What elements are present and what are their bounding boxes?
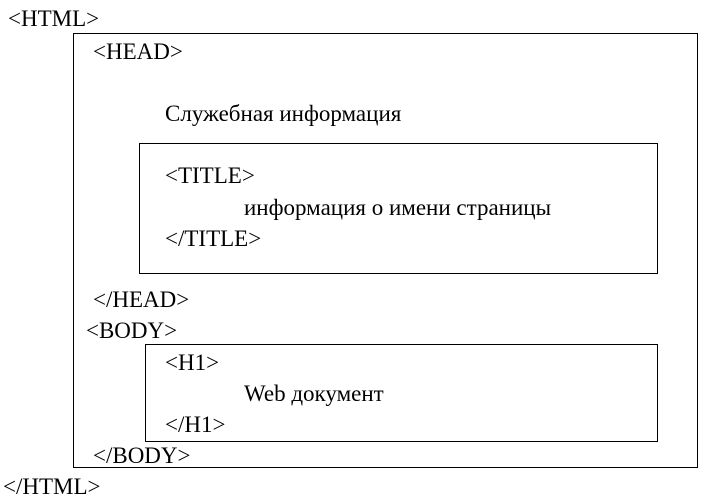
html-close-tag: </HTML>	[3, 474, 101, 499]
head-close-tag: </HEAD>	[93, 287, 190, 312]
head-open-tag: <HEAD>	[93, 39, 183, 64]
title-open-tag: <TITLE>	[165, 163, 255, 188]
h1-content: Web документ	[244, 381, 384, 406]
html-open-tag: <HTML>	[8, 6, 100, 31]
head-description: Служебная информация	[165, 101, 402, 126]
title-close-tag: </TITLE>	[165, 226, 262, 251]
h1-close-tag: </H1>	[165, 412, 226, 437]
h1-open-tag: <H1>	[165, 350, 220, 375]
body-open-tag: <BODY>	[86, 318, 178, 343]
h1-container-box	[145, 344, 658, 442]
body-close-tag: </BODY>	[93, 443, 191, 468]
title-container-box	[139, 143, 658, 274]
html-container-box	[73, 33, 698, 468]
title-content: информация о имени страницы	[244, 195, 552, 220]
